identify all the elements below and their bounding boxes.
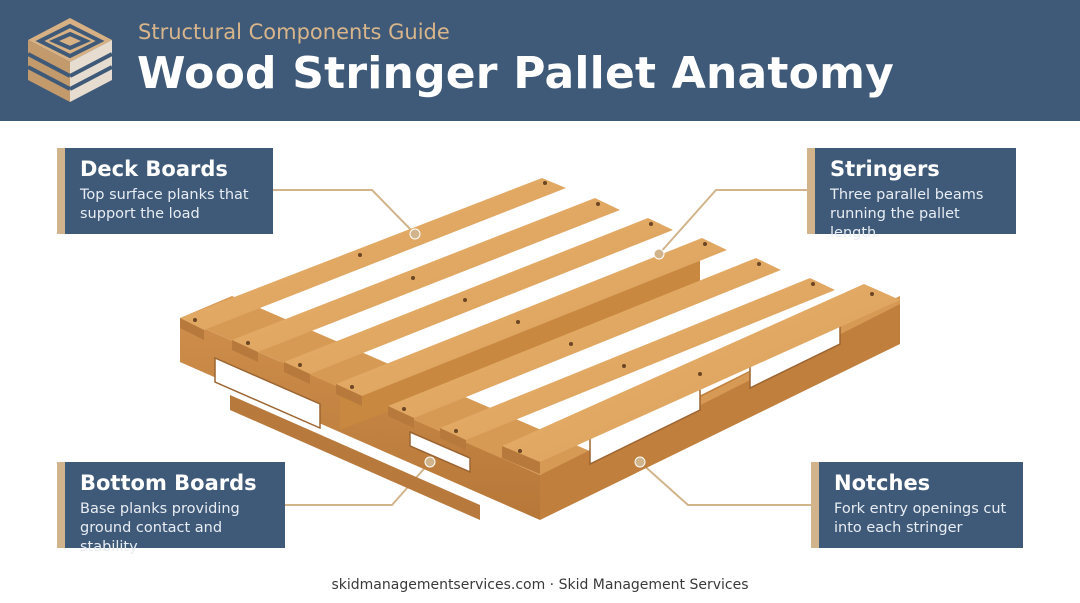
nail-heads (193, 181, 874, 453)
leader-line-notches (639, 461, 811, 506)
callout-deck-boards: Deck Boards Top surface planks that supp… (57, 148, 273, 234)
pallet-diagram (180, 178, 900, 520)
callout-deck-boards-title: Deck Boards (80, 157, 228, 181)
pallet-logo-icon (27, 18, 113, 102)
leader-lines (273, 189, 811, 506)
header-banner: Structural Components Guide Wood Stringe… (0, 0, 1080, 121)
callout-notches: Notches Fork entry openings cut into eac… (811, 462, 1023, 548)
leader-line-deck-boards (273, 189, 416, 235)
callout-bottom-boards-description: Base planks providing ground contact and… (80, 501, 240, 555)
callout-deck-boards-description: Top surface planks that support the load (80, 187, 249, 222)
page-subtitle: Structural Components Guide (138, 20, 450, 44)
footer-credit: skidmanagementservices.com · Skid Manage… (331, 577, 749, 593)
leader-line-bottom-boards (285, 461, 431, 506)
callout-notches-description: Fork entry openings cut into each string… (834, 501, 1007, 536)
page-title: Wood Stringer Pallet Anatomy (137, 48, 894, 99)
leader-line-stringers (658, 189, 807, 255)
callout-stringers-description: Three parallel beams running the pallet … (830, 187, 984, 241)
callout-bottom-boards-title: Bottom Boards (80, 471, 257, 495)
leader-dots (409, 228, 665, 468)
callout-stringers-title: Stringers (830, 157, 940, 181)
callout-stringers: Stringers Three parallel beams running t… (807, 148, 1016, 241)
callout-notches-title: Notches (834, 471, 931, 495)
callout-bottom-boards: Bottom Boards Base planks providing grou… (57, 462, 285, 555)
